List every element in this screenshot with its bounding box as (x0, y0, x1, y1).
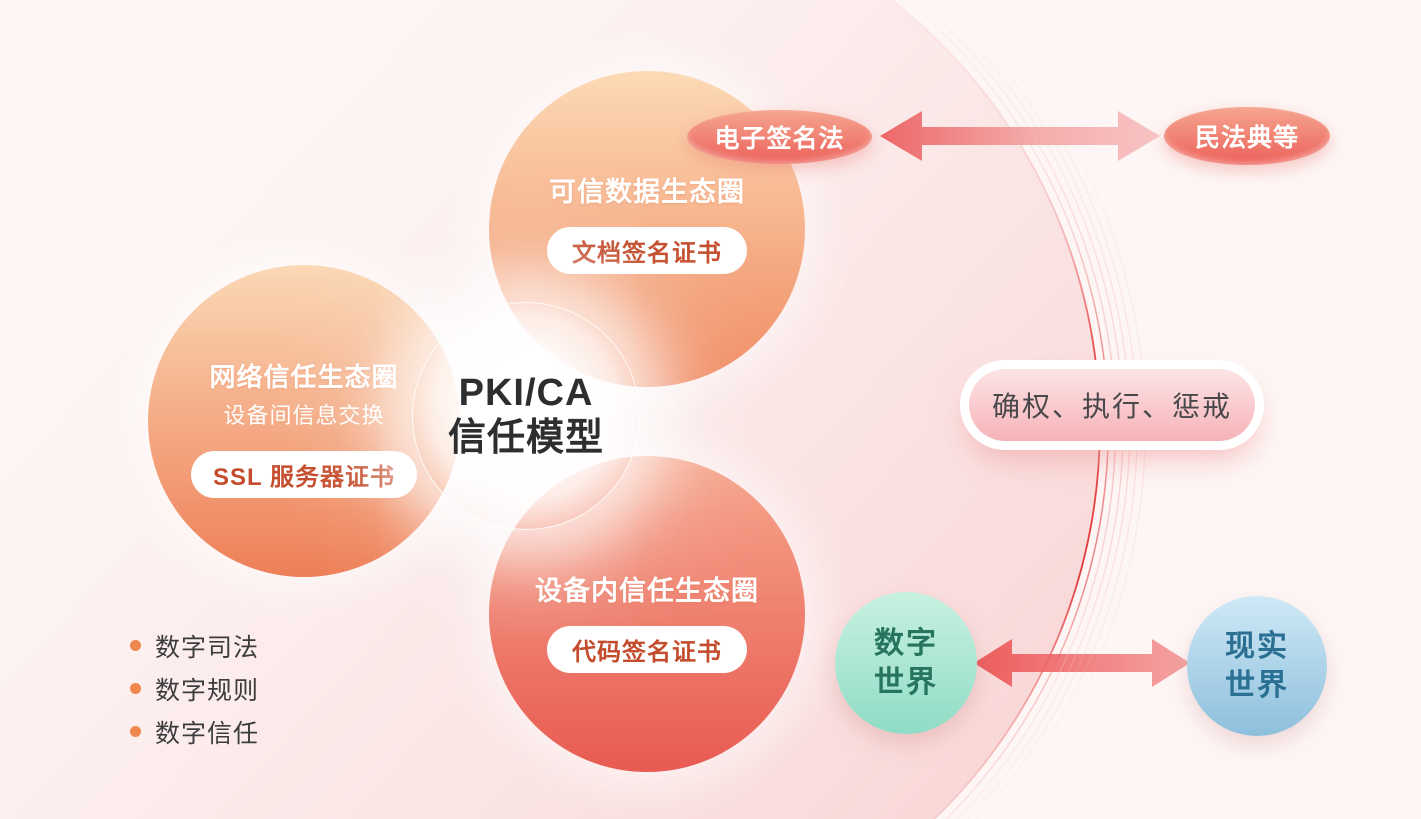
civil-code-label: 民法典等 (1194, 124, 1299, 152)
bullet-list: 数字司法 数字规则 数字信任 (130, 624, 259, 753)
digital-world-line2: 世界 (874, 666, 938, 699)
digital-world-line1: 数字 (874, 627, 938, 660)
bullet-label: 数字司法 (155, 633, 260, 662)
enforcement-pill: 确权、执行、惩戒 (960, 360, 1264, 450)
bullet-label: 数字信任 (155, 719, 260, 748)
law-bidirectional-arrow (880, 111, 1160, 161)
bullet-item-digital-justice: 数字司法 (130, 624, 259, 667)
real-world-line1: 现实 (1225, 630, 1289, 663)
world-bidirectional-arrow (974, 639, 1190, 687)
civil-code-pill: 民法典等 (1164, 107, 1330, 165)
bullet-dot-icon (130, 726, 141, 737)
real-world-circle: 现实 世界 (1187, 596, 1327, 736)
electronic-signature-law-pill: 电子签名法 (687, 110, 872, 164)
in-device-trust-ecosystem-circle: 设备内信任生态圈 代码签名证书 (489, 456, 805, 772)
bullet-label: 数字规则 (155, 676, 260, 705)
in-device-trust-ecosystem-title: 设备内信任生态圈 (535, 576, 759, 606)
digital-world-circle: 数字 世界 (835, 592, 977, 734)
bullet-item-digital-trust: 数字信任 (130, 710, 259, 753)
trusted-data-ecosystem-title: 可信数据生态圈 (549, 177, 745, 207)
document-signing-certificate-badge: 文档签名证书 (547, 227, 747, 274)
trusted-data-ecosystem-circle: 可信数据生态圈 文档签名证书 (489, 71, 805, 387)
ssl-server-certificate-badge: SSL 服务器证书 (191, 451, 417, 498)
electronic-signature-law-label: 电子签名法 (714, 125, 845, 153)
real-world-line2: 世界 (1225, 669, 1289, 702)
network-trust-ecosystem-circle: 网络信任生态圈 设备间信息交换 SSL 服务器证书 (148, 265, 460, 577)
bullet-dot-icon (130, 683, 141, 694)
device-info-exchange-subtitle: 设备间信息交换 (223, 403, 385, 428)
code-signing-certificate-badge: 代码签名证书 (547, 626, 747, 673)
network-trust-ecosystem-title: 网络信任生态圈 (209, 362, 399, 392)
bullet-dot-icon (130, 640, 141, 651)
bullet-item-digital-rules: 数字规则 (130, 667, 259, 710)
enforcement-label: 确权、执行、惩戒 (969, 369, 1255, 441)
pki-ca-title-line1: PKI/CA (458, 372, 594, 414)
pki-ca-title-line2: 信任模型 (447, 417, 604, 459)
pki-ca-core-circle: PKI/CA 信任模型 (412, 302, 640, 530)
